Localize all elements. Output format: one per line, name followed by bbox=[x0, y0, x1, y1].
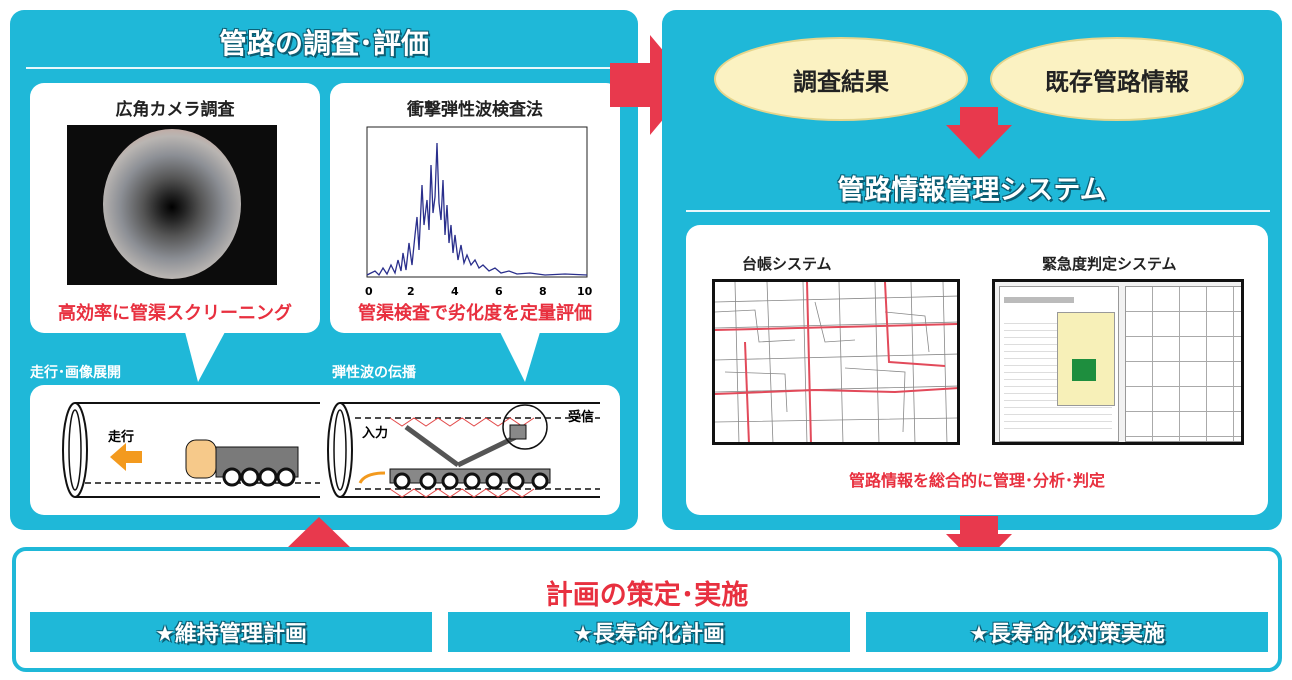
system-panel-title: 管路情報管理システム bbox=[837, 175, 1107, 206]
down-arrow-icon bbox=[946, 107, 1012, 159]
pipe-camera-image bbox=[67, 125, 277, 285]
wave-spectrum-chart: 0 2 4 6 8 10 bbox=[365, 126, 593, 298]
pipe-illustration-card: 走行 入力 受信 bbox=[30, 385, 620, 515]
travel-image-label: 走行･画像展開 bbox=[30, 365, 121, 381]
x-tick-4: 4 bbox=[451, 285, 459, 298]
x-tick-10: 10 bbox=[577, 285, 593, 298]
plan-box: 計画の策定･実施 bbox=[12, 547, 1282, 672]
life-extension-measures-bar: ★長寿命化対策実施 bbox=[866, 612, 1268, 652]
wave-propagation-label: 弾性波の伝播 bbox=[332, 365, 416, 381]
survey-panel-title: 管路の調査･評価 bbox=[218, 27, 429, 60]
system-panel: 調査結果 既存管路情報 管路情報管理システム 台帳システム 緊急度判定システム bbox=[662, 10, 1282, 530]
receive-label: 受信 bbox=[568, 409, 594, 425]
existing-pipe-info-ellipse: 既存管路情報 bbox=[990, 37, 1244, 121]
callout-pointers bbox=[185, 332, 540, 382]
camera-survey-caption: 高効率に管渠スクリーニング bbox=[58, 303, 292, 324]
urgency-system-title: 緊急度判定システム bbox=[1042, 255, 1177, 273]
camera-survey-card: 広角カメラ調査 高効率に管渠スクリーニング bbox=[30, 83, 320, 333]
maintenance-plan-bar: ★維持管理計画 bbox=[30, 612, 432, 652]
x-tick-6: 6 bbox=[495, 285, 503, 298]
input-label: 入力 bbox=[362, 425, 388, 441]
elastic-wave-card: 衝撃弾性波検査法 0 2 4 6 8 10 管渠検査で劣化度を定量評価 bbox=[330, 83, 620, 333]
travel-arrow-icon bbox=[110, 443, 142, 471]
plan-title: 計画の策定･実施 bbox=[545, 580, 749, 611]
travel-label: 走行 bbox=[108, 429, 134, 445]
elastic-wave-title: 衝撃弾性波検査法 bbox=[407, 100, 543, 120]
urgency-screen-image bbox=[992, 279, 1244, 445]
camera-survey-title: 広角カメラ調査 bbox=[115, 100, 235, 120]
elastic-wave-caption: 管渠検査で劣化度を定量評価 bbox=[358, 303, 592, 324]
ledger-map-image bbox=[712, 279, 960, 445]
survey-title-divider bbox=[26, 67, 622, 69]
x-tick-8: 8 bbox=[539, 285, 547, 298]
survey-result-ellipse: 調査結果 bbox=[714, 37, 968, 121]
wave-spectrum-line bbox=[366, 142, 588, 277]
to-system-arrow-icon bbox=[610, 35, 692, 135]
system-card-caption: 管路情報を総合的に管理･分析･判定 bbox=[848, 471, 1105, 490]
to-plan-arrow-icon bbox=[946, 516, 1012, 568]
x-tick-0: 0 bbox=[365, 285, 373, 298]
pipe-illustration: 走行 入力 受信 bbox=[62, 402, 600, 498]
survey-panel: 管路の調査･評価 広角カメラ調査 高効率に管渠スクリーニング 衝撃弾性波検査法 … bbox=[10, 10, 638, 530]
x-tick-2: 2 bbox=[407, 285, 415, 298]
life-extension-plan-bar: ★長寿命化計画 bbox=[448, 612, 850, 652]
ledger-system-title: 台帳システム bbox=[742, 255, 832, 273]
system-card: 台帳システム 緊急度判定システム bbox=[686, 225, 1268, 515]
system-title-divider bbox=[686, 210, 1270, 212]
